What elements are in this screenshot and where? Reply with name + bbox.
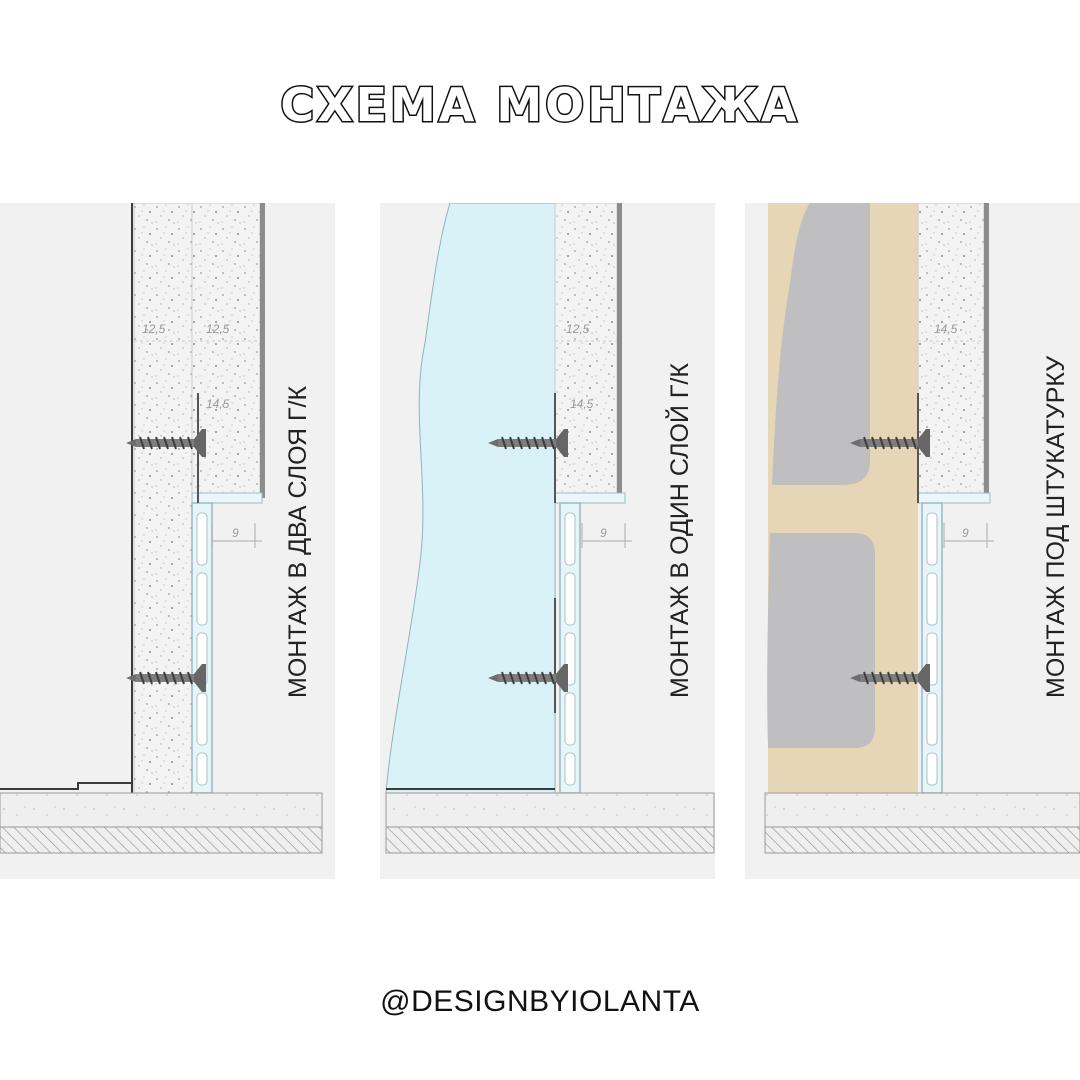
- dimension-label: 9: [232, 526, 239, 540]
- panel-two-layer-drywall: 12,5 12,5 14,5 9 МОНТАЖ В ДВА СЛОЯ Г/К: [0, 203, 335, 879]
- dimension-label: 12,5: [566, 322, 590, 336]
- author-handle: @DESIGNBYIOLANTA: [380, 985, 700, 1018]
- panel-under-plaster: 14,5 9 МОНТАЖ ПОД ШТУКАТУРКУ: [745, 203, 1080, 879]
- dimension-label: 12,5: [206, 322, 230, 336]
- caption-under-plaster: МОНТАЖ ПОД ШТУКАТУРКУ: [1042, 356, 1070, 698]
- installation-diagram: 12,5 12,5 14,5 9 МОНТАЖ В ДВА СЛОЯ Г/К 1…: [0, 203, 1080, 879]
- dimension-label: 9: [962, 526, 969, 540]
- dimension-label: 14,5: [570, 397, 594, 411]
- dimension-label: 14,5: [934, 322, 958, 336]
- dimension-label: 12,5: [142, 322, 166, 336]
- caption-two-layer: МОНТАЖ В ДВА СЛОЯ Г/К: [284, 386, 312, 698]
- caption-one-layer: МОНТАЖ В ОДИН СЛОЙ Г/К: [664, 363, 694, 698]
- panel-one-layer-drywall: 12,5 14,5 9 МОНТАЖ В ОДИН СЛОЙ Г/К: [380, 203, 715, 879]
- page-title: СХЕМА МОНТАЖА: [279, 77, 800, 134]
- dimension-label: 14,5: [206, 397, 230, 411]
- dimension-label: 9: [600, 526, 607, 540]
